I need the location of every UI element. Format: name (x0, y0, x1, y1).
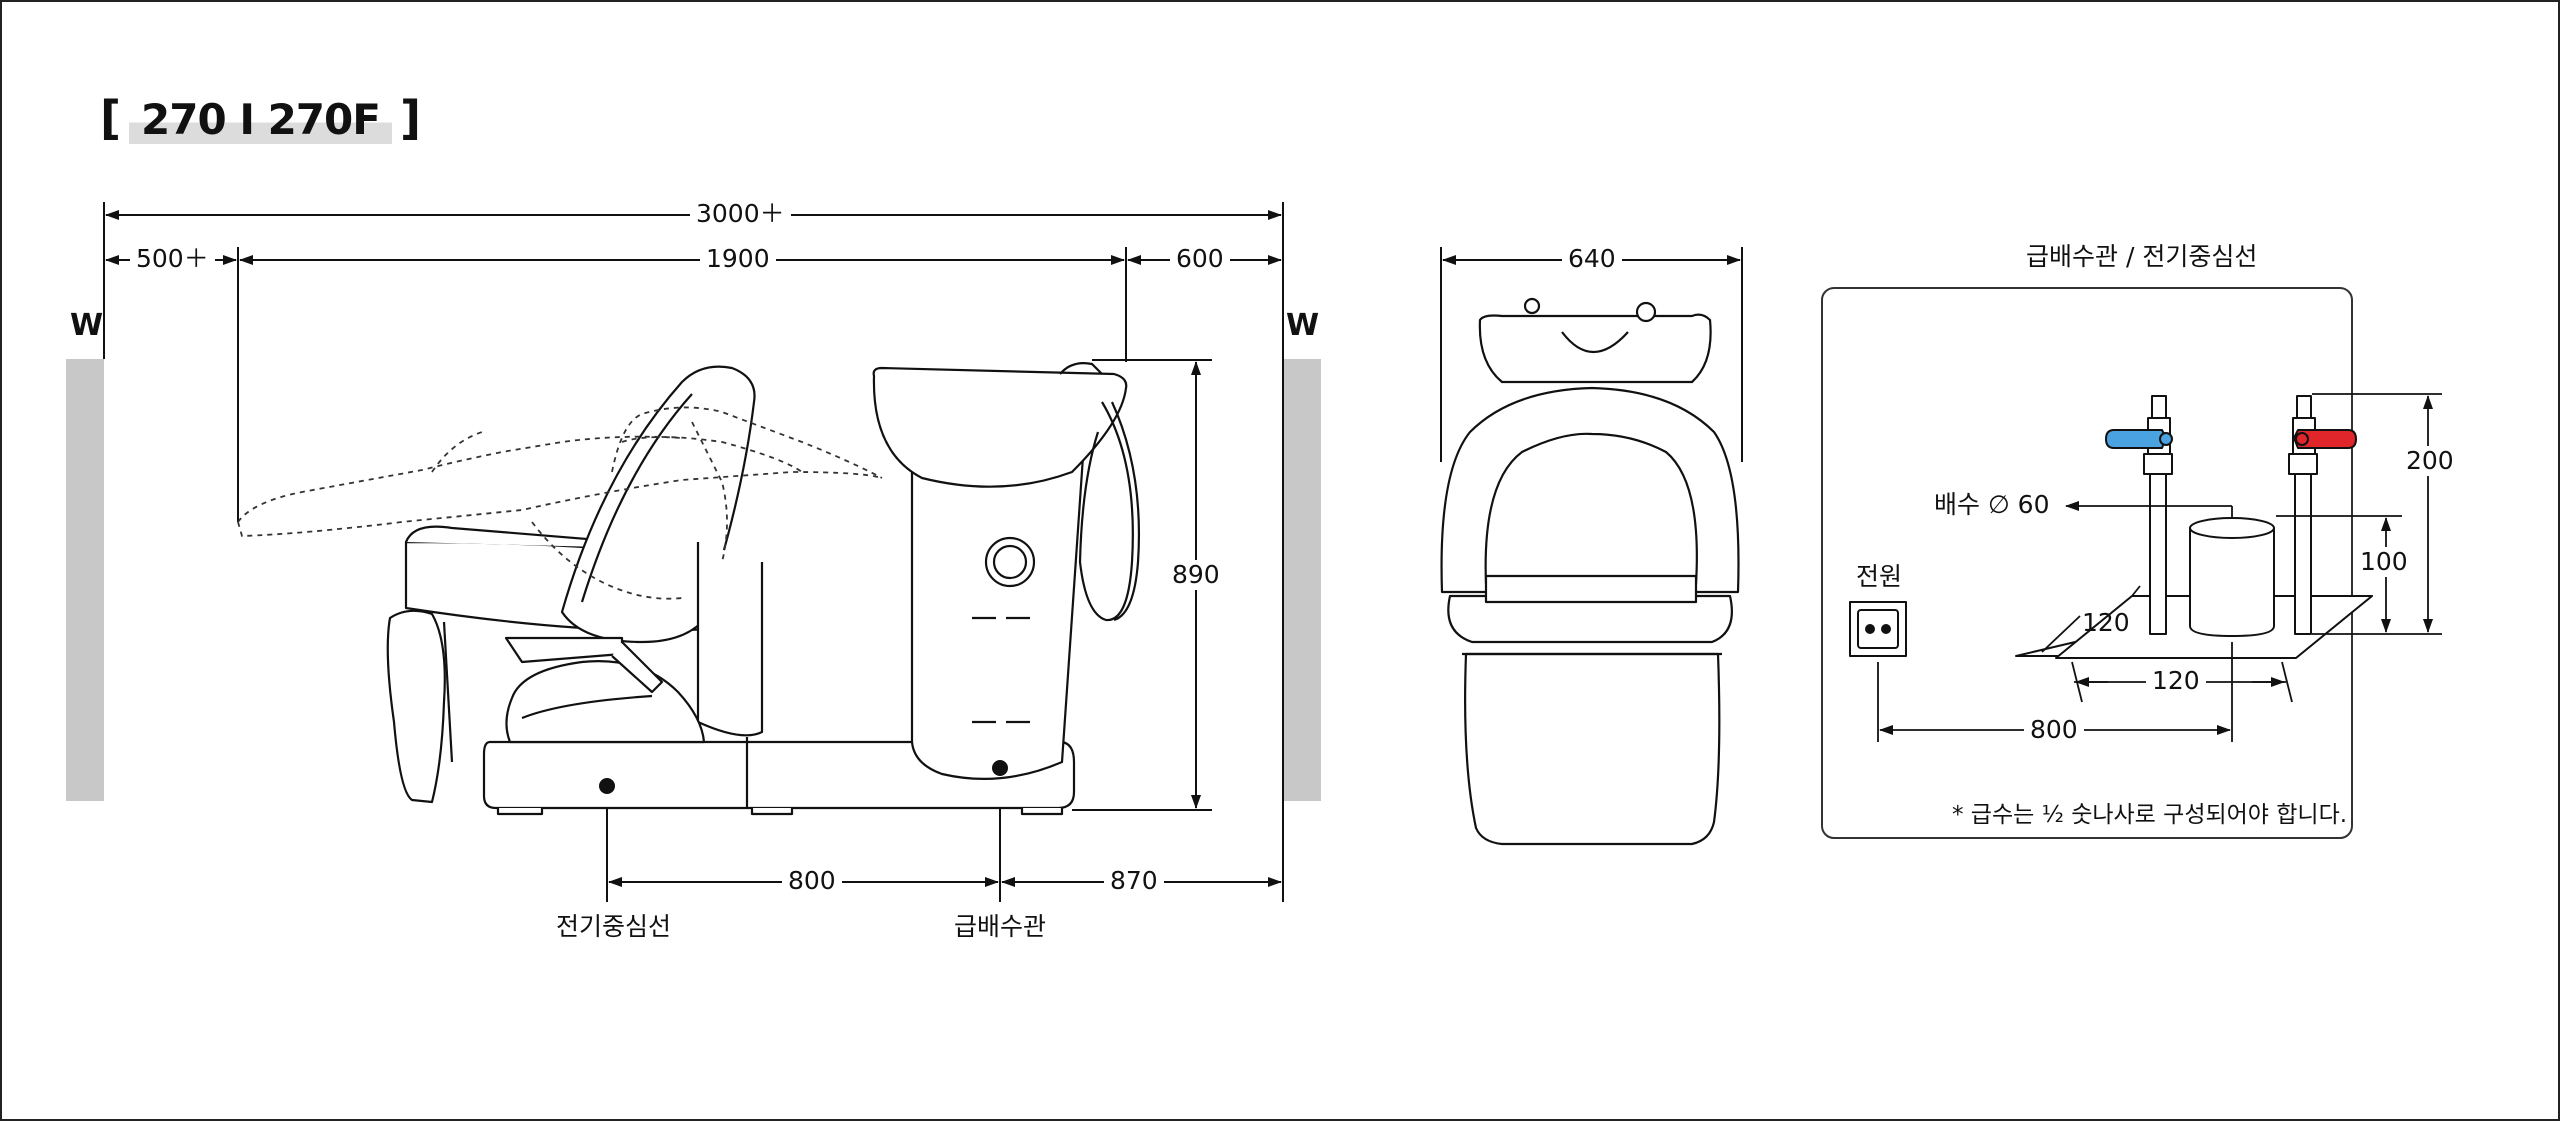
dim-depth: 120 (2082, 608, 2130, 637)
title-text: 270 I 270F (129, 92, 392, 144)
title-bracket-left: [ (100, 91, 122, 145)
installation-note: * 급수는 ½ 숫나사로 구성되어야 합니다. (1952, 802, 2348, 828)
dim-outlet-distance: 800 (2024, 715, 2084, 745)
dim-front-width: 640 (1562, 244, 1622, 274)
plumbing-label: 급배수관 (954, 912, 1047, 941)
dim-pipe-height: 200 (2400, 446, 2460, 476)
wall-marker-left: W (70, 308, 104, 343)
dim-height: 890 (1166, 560, 1226, 590)
drain-label: 배수 ∅ 60 (1934, 490, 2050, 519)
electric-center-label: 전기중심선 (556, 912, 672, 941)
right-wall (1283, 359, 1321, 801)
power-label: 전원 (1856, 562, 1903, 591)
plumbing-center-point (992, 760, 1008, 776)
dim-chair-span: 1900 (700, 244, 776, 274)
dim-drain-height: 100 (2354, 547, 2414, 577)
dim-electric-to-plumbing: 800 (782, 866, 842, 896)
dim-overall-width: 3000＋ (690, 199, 791, 229)
dim-plumbing-to-wall: 870 (1104, 866, 1164, 896)
title-bracket-right: ] (399, 91, 421, 145)
wall-marker-right: W (1286, 308, 1320, 343)
reclined-position-outline (237, 406, 883, 600)
electric-center-point (599, 778, 615, 794)
model-title: [ 270 I 270F ] (100, 90, 421, 146)
dim-rear-clearance: 500＋ (130, 244, 215, 274)
side-view-chair (386, 362, 1141, 816)
left-wall (66, 359, 104, 801)
dim-spacing: 120 (2146, 666, 2206, 696)
detail-drawing (1849, 395, 2373, 659)
front-view-chair (1440, 297, 1740, 846)
detail-panel (1821, 287, 2353, 839)
detail-heading: 급배수관 / 전기중심선 (2026, 242, 2258, 271)
dim-front-clearance: 600 (1170, 244, 1230, 274)
